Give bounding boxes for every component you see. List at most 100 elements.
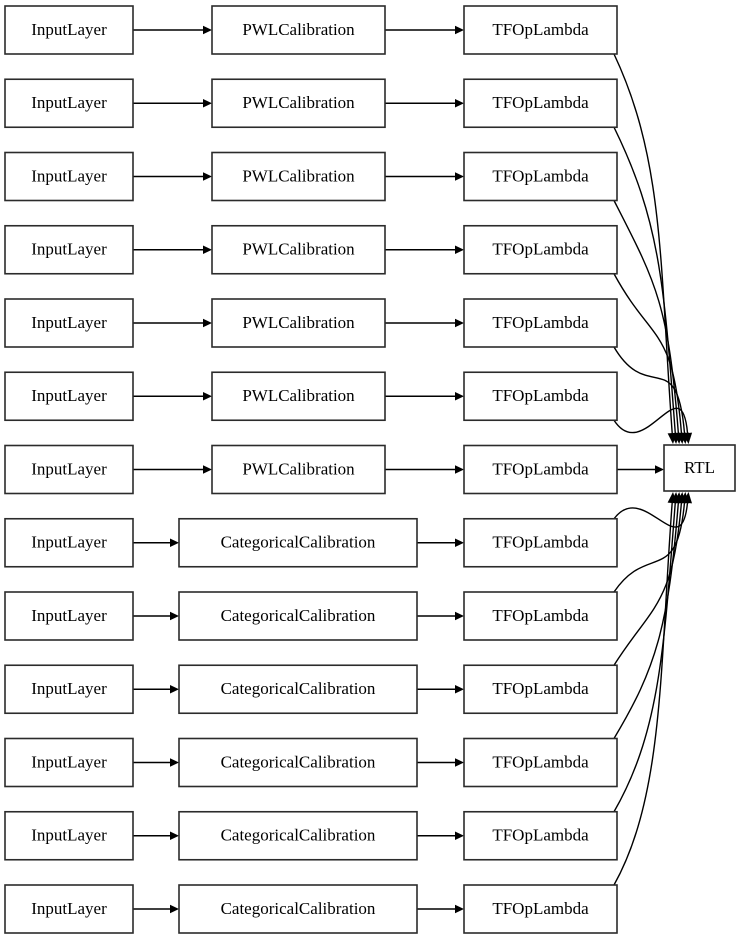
- node-tf-op-lambda-12-label: TFOpLambda: [492, 899, 589, 918]
- node-pwl-calibration-4-label: PWLCalibration: [242, 313, 355, 332]
- node-categorical-calibration-7[interactable]: CategoricalCalibration: [178, 517, 418, 568]
- edge-input-7-to-calibration-arrowhead: [170, 538, 179, 547]
- node-tf-op-lambda-3[interactable]: TFOpLambda: [463, 224, 618, 275]
- node-categorical-calibration-7-box: [178, 517, 418, 568]
- node-input-layer-5[interactable]: InputLayer: [4, 371, 134, 422]
- edge-lambda-5-to-rtl: [613, 407, 693, 444]
- edge-input-3-to-calibration: [133, 245, 212, 254]
- node-input-layer-7-box: [4, 517, 134, 568]
- node-input-layer-4-box: [4, 298, 134, 348]
- node-input-layer-9[interactable]: InputLayer: [4, 664, 134, 715]
- node-input-layer-0[interactable]: InputLayer: [4, 5, 134, 55]
- node-tf-op-lambda-12[interactable]: TFOpLambda: [463, 884, 618, 934]
- node-input-layer-12-box: [4, 884, 134, 934]
- edges-layer: [133, 25, 693, 914]
- node-tf-op-lambda-5[interactable]: TFOpLambda: [463, 371, 618, 422]
- edge-calibration-1-to-lambda: [385, 99, 464, 108]
- edge-input-11-to-calibration: [133, 831, 179, 840]
- node-input-layer-8[interactable]: InputLayer: [4, 591, 134, 641]
- node-input-layer-1-label: InputLayer: [31, 93, 107, 112]
- node-pwl-calibration-6[interactable]: PWLCalibration: [211, 444, 386, 495]
- node-categorical-calibration-10-label: CategoricalCalibration: [221, 752, 376, 771]
- node-input-layer-6[interactable]: InputLayer: [4, 444, 134, 495]
- edge-lambda-3-to-rtl-curve: [613, 273, 683, 434]
- node-tf-op-lambda-1[interactable]: TFOpLambda: [463, 78, 618, 129]
- edge-calibration-5-to-lambda-arrowhead: [455, 392, 464, 401]
- node-tf-op-lambda-9-box: [463, 664, 618, 715]
- node-pwl-calibration-1[interactable]: PWLCalibration: [211, 78, 386, 129]
- node-input-layer-7-label: InputLayer: [31, 533, 107, 552]
- node-input-layer-3[interactable]: InputLayer: [4, 224, 134, 275]
- node-input-layer-8-box: [4, 591, 134, 641]
- node-tf-op-lambda-11[interactable]: TFOpLambda: [463, 810, 618, 861]
- node-categorical-calibration-11[interactable]: CategoricalCalibration: [178, 810, 418, 861]
- node-input-layer-4[interactable]: InputLayer: [4, 298, 134, 348]
- node-categorical-calibration-8[interactable]: CategoricalCalibration: [178, 591, 418, 641]
- node-categorical-calibration-8-box: [178, 591, 418, 641]
- node-pwl-calibration-4[interactable]: PWLCalibration: [211, 298, 386, 348]
- edge-input-2-to-calibration-arrowhead: [203, 172, 212, 181]
- node-tf-op-lambda-0[interactable]: TFOpLambda: [463, 5, 618, 55]
- node-pwl-calibration-0[interactable]: PWLCalibration: [211, 5, 386, 55]
- edge-input-10-to-calibration-arrowhead: [170, 758, 179, 767]
- node-input-layer-3-label: InputLayer: [31, 240, 107, 259]
- node-pwl-calibration-3[interactable]: PWLCalibration: [211, 224, 386, 275]
- edge-calibration-12-to-lambda-arrowhead: [455, 904, 464, 914]
- node-tf-op-lambda-8[interactable]: TFOpLambda: [463, 591, 618, 641]
- node-tf-op-lambda-6[interactable]: TFOpLambda: [463, 444, 618, 495]
- node-rtl-output-label: RTL: [684, 458, 715, 477]
- node-input-layer-2-box: [4, 151, 134, 202]
- node-input-layer-0-box: [4, 5, 134, 55]
- node-tf-op-lambda-1-box: [463, 78, 618, 129]
- edge-lambda-1-to-rtl-curve: [613, 126, 676, 434]
- node-pwl-calibration-5[interactable]: PWLCalibration: [211, 371, 386, 422]
- edge-input-12-to-calibration-arrowhead: [170, 904, 179, 914]
- node-categorical-calibration-9[interactable]: CategoricalCalibration: [178, 664, 418, 715]
- node-input-layer-10[interactable]: InputLayer: [4, 737, 134, 788]
- edge-calibration-3-to-lambda: [385, 245, 464, 254]
- node-tf-op-lambda-1-label: TFOpLambda: [492, 93, 589, 112]
- node-pwl-calibration-4-box: [211, 298, 386, 348]
- node-tf-op-lambda-4-box: [463, 298, 618, 348]
- node-input-layer-1[interactable]: InputLayer: [4, 78, 134, 129]
- edge-lambda-8-to-rtl-curve: [613, 502, 686, 593]
- edge-lambda-0-to-rtl-curve: [613, 53, 673, 434]
- node-tf-op-lambda-7-label: TFOpLambda: [492, 533, 589, 552]
- node-pwl-calibration-6-box: [211, 444, 386, 495]
- node-tf-op-lambda-10-label: TFOpLambda: [492, 752, 589, 771]
- edge-calibration-10-to-lambda-arrowhead: [455, 758, 464, 767]
- edge-input-1-to-calibration: [133, 99, 212, 108]
- edge-input-0-to-calibration: [133, 25, 212, 35]
- node-tf-op-lambda-6-box: [463, 444, 618, 495]
- edge-calibration-10-to-lambda: [417, 758, 464, 767]
- node-tf-op-lambda-9[interactable]: TFOpLambda: [463, 664, 618, 715]
- node-tf-op-lambda-3-label: TFOpLambda: [492, 240, 589, 259]
- node-input-layer-11[interactable]: InputLayer: [4, 810, 134, 861]
- node-categorical-calibration-9-label: CategoricalCalibration: [221, 679, 376, 698]
- node-tf-op-lambda-4[interactable]: TFOpLambda: [463, 298, 618, 348]
- node-input-layer-12-label: InputLayer: [31, 899, 107, 918]
- edge-input-8-to-calibration-arrowhead: [170, 611, 179, 621]
- edge-input-8-to-calibration: [133, 611, 179, 621]
- node-pwl-calibration-2[interactable]: PWLCalibration: [211, 151, 386, 202]
- node-categorical-calibration-11-box: [178, 810, 418, 861]
- edge-calibration-2-to-lambda-arrowhead: [455, 172, 464, 181]
- edge-calibration-8-to-lambda-arrowhead: [455, 611, 464, 621]
- node-categorical-calibration-10[interactable]: CategoricalCalibration: [178, 737, 418, 788]
- node-categorical-calibration-12[interactable]: CategoricalCalibration: [178, 884, 418, 934]
- edge-calibration-7-to-lambda-arrowhead: [455, 538, 464, 547]
- node-tf-op-lambda-7[interactable]: TFOpLambda: [463, 517, 618, 568]
- node-pwl-calibration-2-box: [211, 151, 386, 202]
- edge-calibration-6-to-lambda-arrowhead: [455, 465, 464, 474]
- edge-input-0-to-calibration-arrowhead: [203, 25, 212, 35]
- node-input-layer-4-label: InputLayer: [31, 313, 107, 332]
- node-pwl-calibration-3-label: PWLCalibration: [242, 240, 355, 259]
- node-tf-op-lambda-2[interactable]: TFOpLambda: [463, 151, 618, 202]
- node-input-layer-7[interactable]: InputLayer: [4, 517, 134, 568]
- node-input-layer-2[interactable]: InputLayer: [4, 151, 134, 202]
- node-categorical-calibration-12-label: CategoricalCalibration: [221, 899, 376, 918]
- node-rtl-output[interactable]: RTL: [663, 444, 736, 492]
- node-tf-op-lambda-10[interactable]: TFOpLambda: [463, 737, 618, 788]
- node-input-layer-1-box: [4, 78, 134, 129]
- node-input-layer-12[interactable]: InputLayer: [4, 884, 134, 934]
